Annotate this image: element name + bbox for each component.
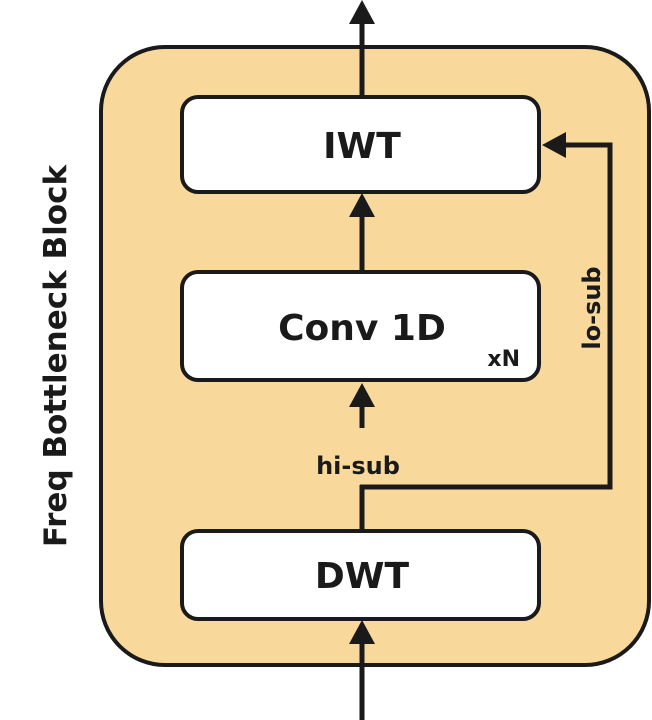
hi-sub-label: hi-sub	[316, 452, 400, 480]
conv-label: Conv 1D	[278, 308, 446, 349]
conv-node: Conv 1D xN	[180, 270, 541, 382]
dwt-label: DWT	[315, 556, 410, 597]
lo-sub-path	[360, 132, 613, 490]
input-arrow	[349, 620, 375, 720]
output-arrow	[349, 0, 375, 97]
dwt-node: DWT	[180, 529, 541, 621]
lo-sub-label: lo-sub	[578, 266, 606, 349]
iwt-label: IWT	[323, 126, 401, 167]
iwt-node: IWT	[180, 95, 541, 194]
block-title: Freq Bottleneck Block	[38, 164, 74, 548]
hi-sub-arrow	[349, 383, 375, 428]
conv-repeat-label: xN	[487, 347, 520, 372]
conv-to-iwt-arrow	[349, 193, 375, 272]
